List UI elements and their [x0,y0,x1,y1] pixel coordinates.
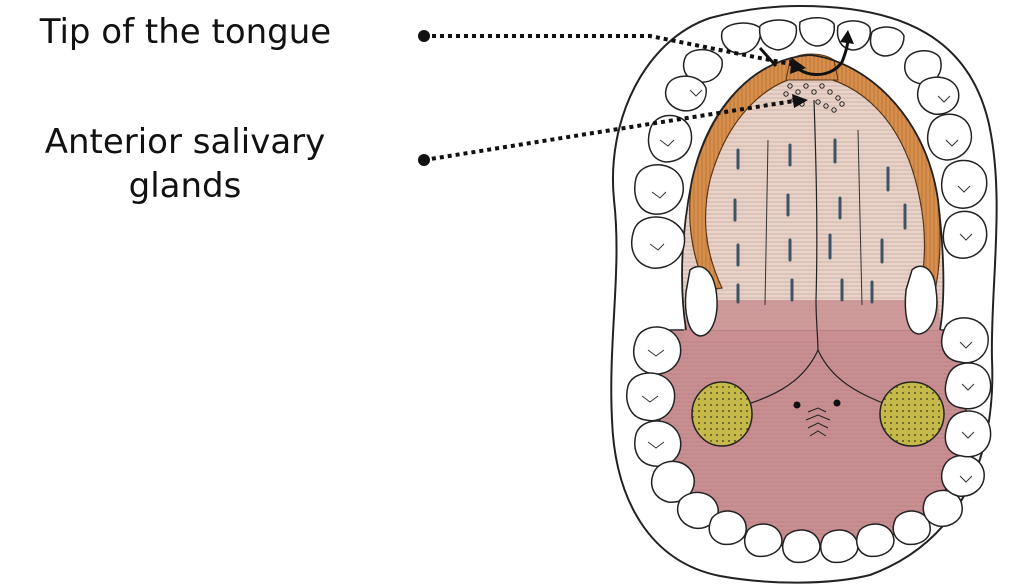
leader-dot-tip [418,30,430,42]
caruncle-left [794,402,801,409]
leader-dot-glands [418,154,430,166]
caruncle-right [834,400,841,407]
